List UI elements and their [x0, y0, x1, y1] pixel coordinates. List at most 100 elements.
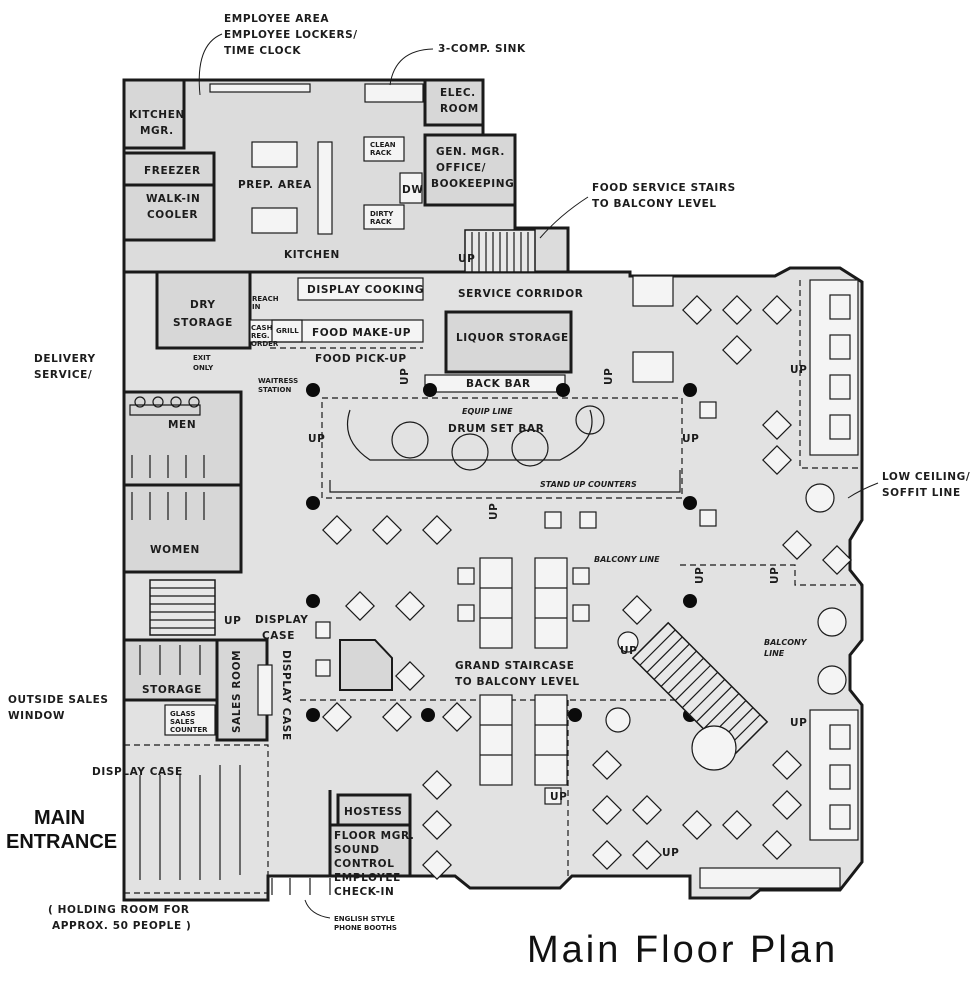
holding-room-outline	[123, 744, 269, 894]
grill	[271, 319, 303, 343]
bar-counter	[346, 409, 593, 461]
label-waitress-station: WAITRESS	[258, 377, 298, 385]
svg-text:STORAGE: STORAGE	[173, 317, 233, 329]
label-display-case-entry: DISPLAY CASE	[92, 766, 183, 778]
svg-text:CASE: CASE	[262, 630, 295, 642]
food-make-up-line	[249, 319, 424, 343]
up-marker: UP	[603, 368, 615, 385]
svg-text:SOUND: SOUND	[334, 844, 380, 856]
hostess-area	[271, 790, 412, 895]
label-balcony-line-2: BALCONY	[764, 638, 808, 647]
up-marker: UP	[308, 433, 325, 445]
label-stand-up-counters: STAND UP COUNTERS	[540, 480, 637, 489]
label-storage: STORAGE	[142, 684, 202, 696]
restroom-block	[122, 390, 243, 574]
label-women: WOMEN	[150, 544, 200, 556]
up-marker: UP	[694, 567, 706, 584]
svg-text:STATION: STATION	[258, 386, 291, 394]
label-food-service-stairs: FOOD SERVICE STAIRS	[592, 182, 736, 194]
dirty-rack	[363, 204, 405, 230]
svg-text:MGR.: MGR.	[140, 125, 174, 137]
svg-text:WINDOW: WINDOW	[8, 710, 65, 722]
label-gen-mgr-office: GEN. MGR.	[436, 146, 505, 158]
label-drum-set-bar: DRUM SET BAR	[448, 423, 544, 435]
phone-booths	[271, 878, 331, 895]
label-dry-storage: DRY	[190, 299, 216, 311]
label-floor-mgr: FLOOR MGR.	[334, 830, 414, 842]
food-service-stairs	[464, 229, 536, 273]
label-food-pick-up: FOOD PICK-UP	[315, 353, 407, 365]
svg-text:TIME CLOCK: TIME CLOCK	[224, 45, 301, 57]
svg-text:TO BALCONY LEVEL: TO BALCONY LEVEL	[592, 198, 717, 210]
svg-text:LINE: LINE	[764, 649, 785, 658]
display-case-queue	[139, 765, 241, 880]
bar-area	[321, 374, 683, 499]
svg-text:BOOKEEPING: BOOKEEPING	[431, 178, 514, 190]
label-display-case: DISPLAY	[255, 614, 309, 626]
dry-storage-room	[155, 270, 252, 350]
booths	[479, 275, 859, 889]
up-marker: UP	[790, 717, 807, 729]
clean-rack	[363, 136, 405, 162]
prep-table-1	[251, 141, 298, 168]
svg-text:IN: IN	[252, 303, 261, 311]
svg-text:ENTRANCE: ENTRANCE	[6, 831, 117, 853]
hostess-room	[336, 793, 412, 827]
svg-text:ORDER: ORDER	[251, 340, 279, 348]
label-back-bar: BACK BAR	[466, 378, 531, 390]
label-service-corridor: SERVICE CORRIDOR	[458, 288, 583, 300]
label-walk-in-cooler: WALK-IN	[146, 193, 200, 205]
display-platform	[339, 639, 393, 691]
labels: EMPLOYEE AREA EMPLOYEE LOCKERS/ TIME CLO…	[6, 13, 970, 971]
up-marker: UP	[458, 253, 475, 265]
up-marker: UP	[620, 645, 637, 657]
three-comp-sink	[364, 83, 424, 103]
label-prep-area: PREP. AREA	[238, 179, 312, 191]
floor-mgr-office	[328, 823, 412, 878]
label-hostess: HOSTESS	[344, 806, 402, 818]
label-kitchen-mgr: KITCHEN	[129, 109, 185, 121]
svg-text:REG.: REG.	[251, 332, 270, 340]
square-tables	[322, 295, 852, 880]
up-marker: UP	[488, 503, 500, 520]
label-grand-staircase: GRAND STAIRCASE	[455, 660, 575, 672]
svg-text:COOLER: COOLER	[147, 209, 198, 221]
svg-text:COUNTER: COUNTER	[170, 726, 208, 734]
label-3-comp-sink: 3-COMP. SINK	[438, 43, 526, 55]
up-marker: UP	[790, 364, 807, 376]
svg-text:EMPLOYEE LOCKERS/: EMPLOYEE LOCKERS/	[224, 29, 358, 41]
svg-text:APPROX. 50 PEOPLE ): APPROX. 50 PEOPLE )	[52, 920, 191, 932]
dishwasher	[399, 172, 423, 204]
svg-text:EMPLOYEE: EMPLOYEE	[334, 872, 401, 884]
label-dirty-rack: DIRTY	[370, 210, 394, 218]
label-outside-sales-window: OUTSIDE SALES	[8, 694, 109, 706]
label-cash-reg-order: CASH	[251, 324, 273, 332]
label-balcony-line: BALCONY LINE	[594, 555, 660, 564]
label-main-entrance: MAIN	[34, 807, 85, 829]
label-display-case-vertical: DISPLAY CASE	[280, 650, 292, 741]
label-clean-rack: CLEAN	[370, 141, 396, 149]
svg-text:ONLY: ONLY	[193, 364, 214, 372]
left-side-rooms	[122, 390, 273, 894]
display-cooking-line	[297, 277, 424, 301]
display-case-sales	[257, 664, 273, 716]
liquor-storage-room	[444, 310, 573, 374]
up-marker: UP	[769, 567, 781, 584]
employee-lockers	[209, 83, 311, 93]
up-marker: UP	[399, 368, 411, 385]
label-holding-room: ( HOLDING ROOM FOR	[48, 904, 190, 916]
label-glass-sales-counter: GLASS	[170, 710, 195, 718]
label-elec-room: ELEC.	[440, 87, 476, 99]
label-freezer: FREEZER	[144, 165, 201, 177]
prep-table-3	[317, 141, 333, 235]
kitchen-mgr-room	[122, 78, 186, 150]
up-marker: UP	[682, 433, 699, 445]
svg-text:OFFICE/: OFFICE/	[436, 162, 486, 174]
label-low-ceiling: LOW CEILING/	[882, 471, 970, 483]
label-delivery-service: DELIVERY	[34, 353, 96, 365]
label-grill: GRILL	[276, 327, 299, 335]
svg-text:CONTROL: CONTROL	[334, 858, 394, 870]
kitchen-rooms	[122, 78, 573, 374]
